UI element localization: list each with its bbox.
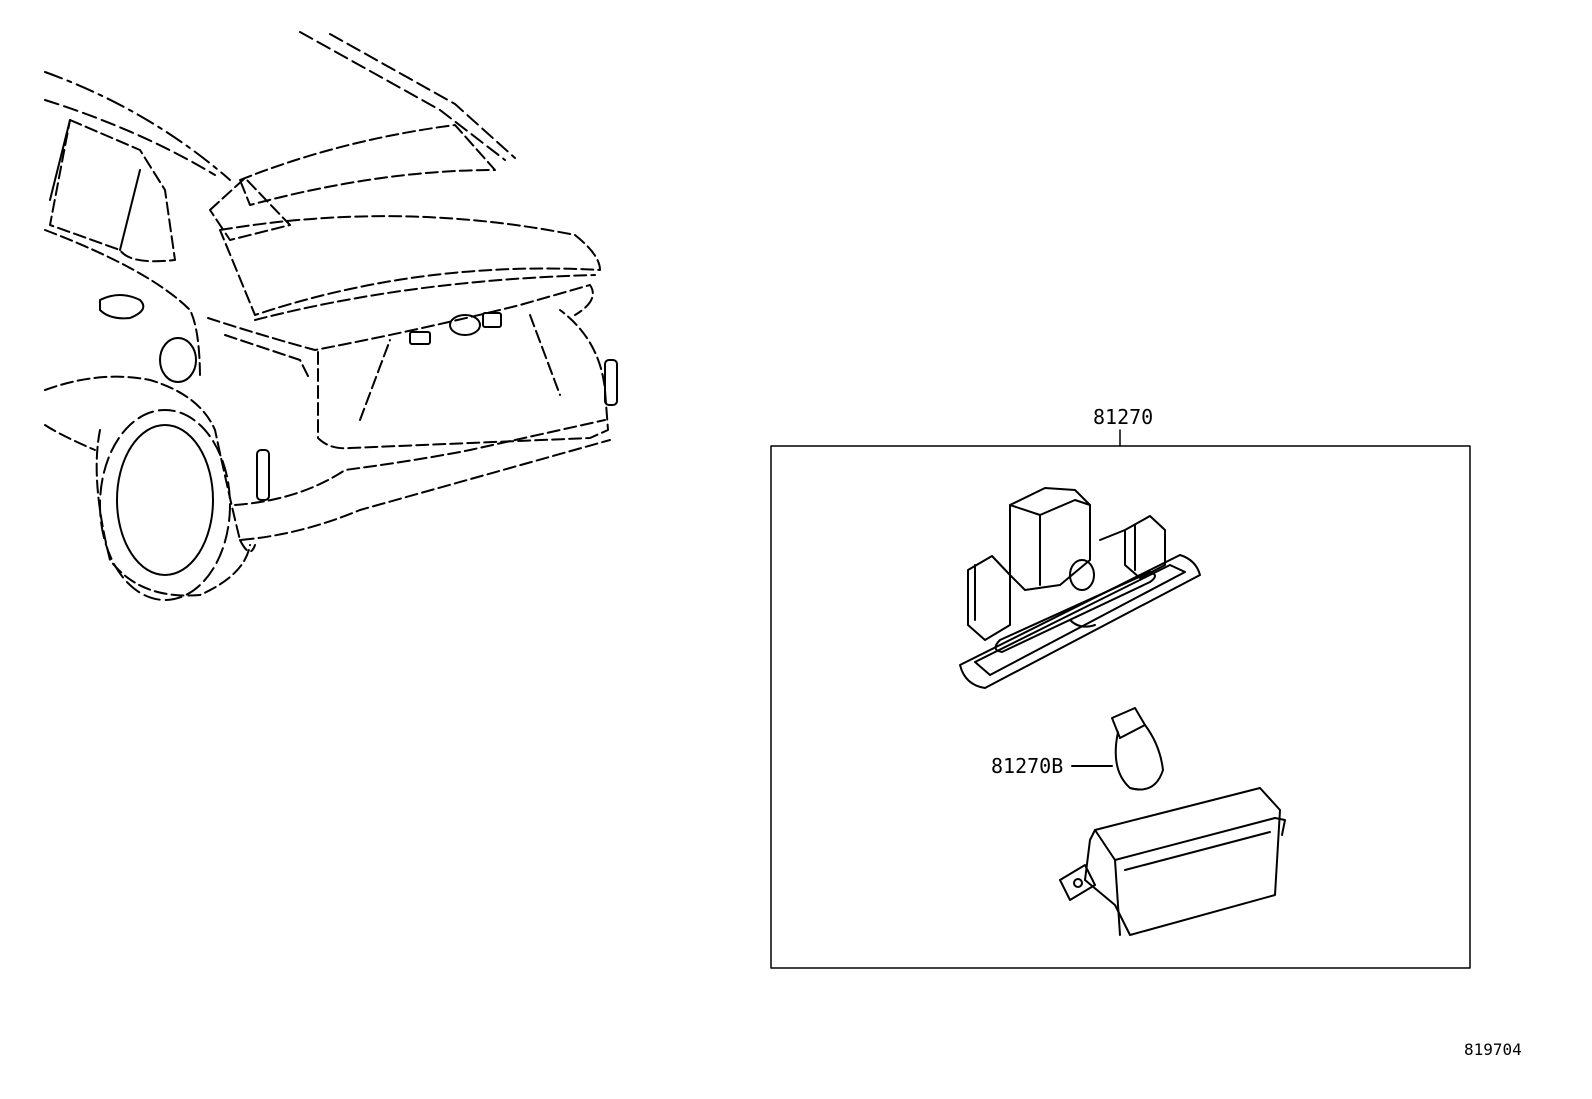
license-lamp-housing-icon (959, 487, 1201, 689)
lamp-lens-icon (1059, 787, 1286, 936)
bulb-part-number: 81270B (991, 754, 1064, 778)
assembly-frame (770, 429, 1471, 969)
vehicle-rear-view-icon (44, 31, 618, 601)
wedge-bulb-icon (1071, 707, 1164, 791)
illustration-number: 819704 (1464, 1040, 1522, 1059)
assembly-part-number: 81270 (1093, 405, 1154, 429)
